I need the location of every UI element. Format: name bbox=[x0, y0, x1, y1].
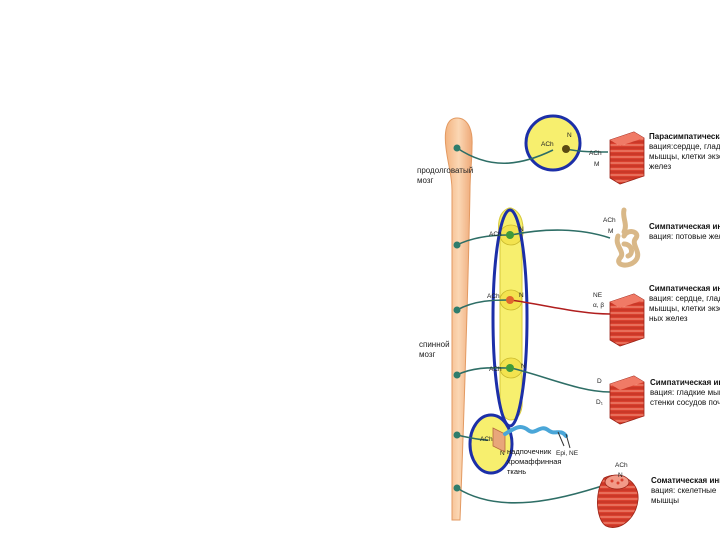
ganglion-receptor-label-2: N bbox=[519, 226, 524, 233]
highlight-ring-adrenal bbox=[468, 413, 514, 475]
caption-title-1: Парасимпатическая ин bbox=[649, 132, 720, 141]
sympathetic-chain bbox=[498, 207, 524, 421]
ganglion-nt-label-5: ACh bbox=[480, 436, 493, 443]
effector-receptor-label-4: D₁ bbox=[596, 399, 603, 406]
effector-sweat-gland bbox=[614, 207, 641, 268]
effector-smooth-muscle-2 bbox=[609, 293, 645, 347]
caption-row-6: Соматическая инневация: скелетные мышцы bbox=[651, 476, 720, 506]
spinal-cord bbox=[444, 117, 473, 521]
caption-body-6: вация: скелетные мышцы bbox=[651, 486, 717, 505]
caption-body-1: вация:сердце, гладки мышцы, клетки экзок… bbox=[649, 142, 720, 171]
caption-title-6: Соматическая инне bbox=[651, 476, 720, 485]
cord-nerve-roots bbox=[453, 144, 461, 492]
highlight-ring-parasympathetic bbox=[524, 114, 582, 172]
effector-heart-muscle-1 bbox=[609, 131, 645, 185]
spinal-cord-label: спинной мозг bbox=[419, 340, 450, 359]
ganglion-cells bbox=[506, 145, 570, 372]
effector-nt-label-5: Epi, NE bbox=[556, 450, 579, 457]
ganglion-nt-label-4: ACh bbox=[489, 366, 502, 373]
effector-nt-label-6: ACh bbox=[615, 462, 628, 469]
caption-title-3: Симпатическая инне bbox=[649, 284, 720, 293]
caption-row-2: Симпатическая инневация: потовые желез bbox=[649, 222, 720, 242]
caption-title-2: Симпатическая инне bbox=[649, 222, 720, 231]
ganglion-receptor-label-3: N bbox=[519, 292, 524, 299]
ganglion-nt-label-3: ACh bbox=[487, 293, 500, 300]
adrenal-caption: надпочечник хромаффинная ткань bbox=[507, 447, 562, 476]
caption-row-4: Симпатическая инневация: гладкие мыш сте… bbox=[650, 378, 720, 408]
nerve-fibers bbox=[456, 147, 611, 504]
caption-body-2: вация: потовые желез bbox=[649, 232, 720, 241]
highlight-ring-sympathetic bbox=[491, 208, 529, 428]
medulla-label: продолговатый мозг bbox=[417, 166, 474, 185]
caption-row-3: Симпатическая инневация: сердце, гладк м… bbox=[649, 284, 720, 324]
adrenal-ganglion bbox=[468, 413, 514, 475]
effector-skeletal-muscle bbox=[597, 474, 639, 528]
ganglion-nt-label-2: ACh bbox=[489, 231, 502, 238]
effector-receptor-label-2: M bbox=[608, 228, 614, 235]
ganglion-receptor-label-4: N bbox=[521, 363, 526, 370]
ganglion-nt-label-1: ACh bbox=[541, 141, 554, 148]
effector-nt-label-4: D bbox=[597, 378, 602, 385]
effector-receptor-label-6: N bbox=[618, 472, 623, 479]
effector-nt-label-1: ACh bbox=[589, 150, 602, 157]
effector-nt-label-3: NE bbox=[593, 292, 603, 299]
ganglion-receptor-label-1: N bbox=[567, 132, 572, 139]
ganglion-receptor-label-5: N bbox=[500, 450, 505, 457]
effector-receptor-label-1: M bbox=[594, 161, 600, 168]
caption-body-4: вация: гладкие мыш стенки сосудов почек bbox=[650, 388, 720, 407]
caption-body-3: вация: сердце, гладк мышцы, клетки экзок… bbox=[649, 294, 720, 323]
effector-nt-label-2: ACh bbox=[603, 217, 616, 224]
caption-title-4: Симпатическая инне bbox=[650, 378, 720, 387]
effector-receptor-label-3: α, β bbox=[593, 302, 605, 309]
effector-smooth-muscle-3 bbox=[609, 375, 645, 425]
chromaffin-cell bbox=[492, 425, 571, 453]
